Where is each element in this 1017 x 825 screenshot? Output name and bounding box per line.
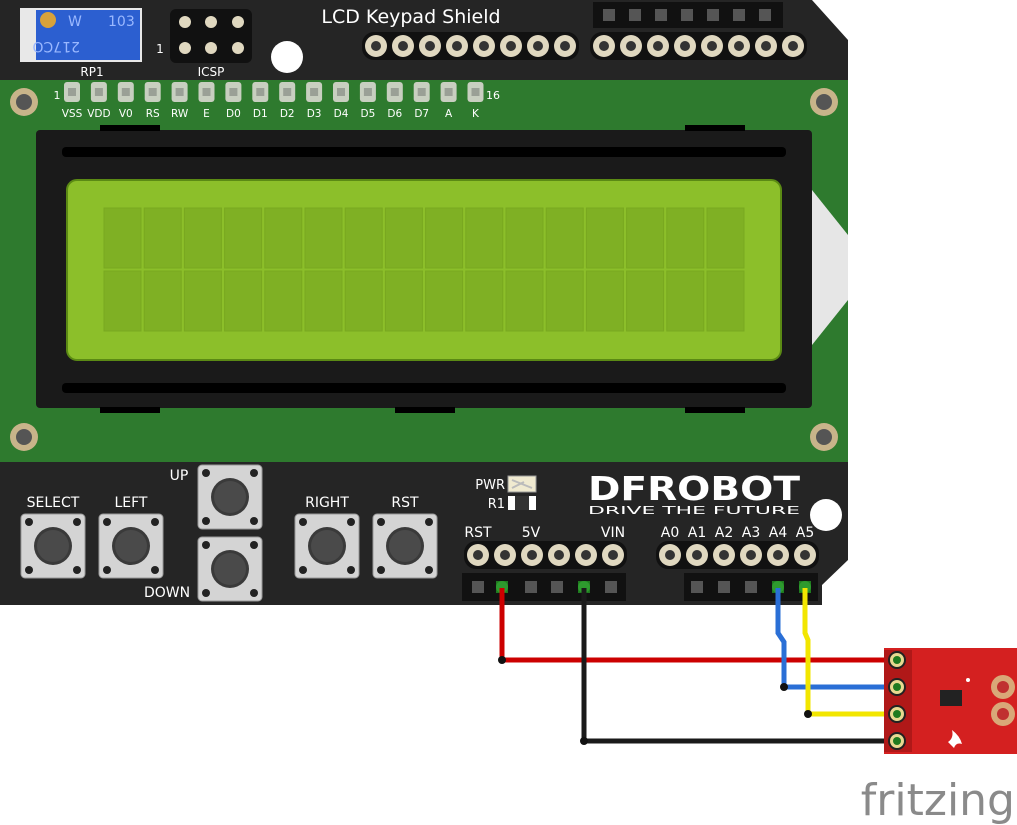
mounting-holes xyxy=(10,88,838,451)
lcd-screen xyxy=(66,179,782,361)
lcd-pin: VSS xyxy=(62,82,83,120)
lcd-pin: K xyxy=(467,82,484,120)
lcd-pin: E xyxy=(198,82,215,120)
rp1-code: 103 xyxy=(108,14,135,30)
analog-header[interactable] xyxy=(656,541,819,601)
up-button[interactable] xyxy=(197,464,263,530)
logo-text: DFROBOT xyxy=(588,469,801,508)
lcd-pin: A xyxy=(440,82,457,120)
select-button[interactable] xyxy=(20,513,86,579)
lcd-pin-label: D6 xyxy=(387,108,402,120)
rst-button[interactable] xyxy=(372,513,438,579)
analog-pin-label: A3 xyxy=(742,525,760,541)
lcd-pin-label: D7 xyxy=(414,108,429,120)
lcd-pin: D3 xyxy=(306,82,323,120)
lcd-pin: D0 xyxy=(225,82,242,120)
lcd-pin: D7 xyxy=(413,82,430,120)
wire-yellow-a5[interactable] xyxy=(802,588,895,717)
dfrobot-logo: DFROBOT DRIVE THE FUTURE xyxy=(588,469,801,517)
lcd-pin-header: VSS VDD V0 RS RW E D0 D1 D2 D3 D4 D5 D6 D7 A K xyxy=(62,82,484,120)
power-5v-label: 5V xyxy=(522,525,541,541)
keypad-buttons xyxy=(20,464,438,602)
pwr-label: PWR xyxy=(475,478,505,493)
analog-pin-label: A4 xyxy=(769,525,788,541)
icsp-label: ICSP xyxy=(198,65,225,79)
lcd-pin-label: E xyxy=(203,108,210,120)
rst-button-label: RST xyxy=(391,495,419,511)
power-vin-label: VIN xyxy=(601,525,625,541)
lcd-pin: D6 xyxy=(386,82,403,120)
wires xyxy=(498,588,895,745)
sensor-chip xyxy=(940,690,962,706)
down-button[interactable] xyxy=(197,536,263,602)
pwr-led xyxy=(507,475,537,493)
top-header-left[interactable] xyxy=(362,32,579,60)
r1-label: R1 xyxy=(488,497,505,512)
lcd-pin-last-label: 16 xyxy=(486,89,500,102)
select-button-label: SELECT xyxy=(27,495,80,511)
icsp-pin1-label: 1 xyxy=(156,42,164,56)
lcd-pin: D1 xyxy=(252,82,269,120)
lcd-pin-label: RS xyxy=(146,108,160,120)
rp1-label: RP1 xyxy=(80,65,103,79)
rp1-code2: 217CO xyxy=(32,38,80,54)
lcd-pin-label: VSS xyxy=(62,108,83,120)
board-hole xyxy=(271,41,303,73)
sensor-pins[interactable] xyxy=(884,650,912,752)
board-title: LCD Keypad Shield xyxy=(321,6,500,28)
rp1-potentiometer[interactable]: W 103 217CO xyxy=(20,8,142,62)
analog-pin-label: A2 xyxy=(715,525,733,541)
right-button-label: RIGHT xyxy=(305,495,349,511)
sensor-mounting-holes xyxy=(991,675,1015,726)
top-header-right[interactable] xyxy=(590,32,807,60)
power-rst-label: RST xyxy=(464,525,492,541)
lcd-pin-label: D2 xyxy=(280,108,295,120)
lcd-pin-label: A xyxy=(445,108,453,120)
lcd-pin-first-label: 1 xyxy=(54,89,61,102)
analog-pin-labels: A0 A1 A2 A3 A4 A5 xyxy=(661,525,814,541)
lcd-character-grid xyxy=(103,207,745,332)
power-header[interactable] xyxy=(462,541,627,601)
lcd-pin-label: D3 xyxy=(307,108,322,120)
analog-pin-label: A1 xyxy=(688,525,706,541)
up-button-label: UP xyxy=(170,468,189,484)
analog-pin-label: A5 xyxy=(796,525,814,541)
wire-blue-a4[interactable] xyxy=(775,588,895,690)
sparkfun-flame-icon xyxy=(948,730,962,748)
lcd-keypad-shield: W 103 217CO RP1 1 ICSP LCD Keypad Shield… xyxy=(0,0,848,605)
board-hole xyxy=(810,499,842,531)
wire-black-gnd[interactable] xyxy=(581,588,895,744)
top-header-female[interactable] xyxy=(593,2,783,28)
logo-tagline: DRIVE THE FUTURE xyxy=(588,504,800,517)
right-button[interactable] xyxy=(294,513,360,579)
lcd-pin: D4 xyxy=(333,82,349,120)
down-button-label: DOWN xyxy=(144,585,190,601)
lcd-pin-label: VDD xyxy=(87,108,110,120)
sensor-breakout xyxy=(884,648,1017,754)
lcd-module xyxy=(36,125,848,413)
lcd-pin: RW xyxy=(171,82,189,120)
lcd-pin: D2 xyxy=(279,82,296,120)
lcd-pin-label: V0 xyxy=(119,108,133,120)
lcd-pin: V0 xyxy=(117,82,134,120)
lcd-pin-label: D0 xyxy=(226,108,241,120)
r1-resistor xyxy=(508,496,536,510)
rp1-w: W xyxy=(68,14,82,30)
lcd-pin: D5 xyxy=(359,82,376,120)
left-button-label: LEFT xyxy=(114,495,147,511)
lcd-pin: RS xyxy=(144,82,161,120)
analog-pin-label: A0 xyxy=(661,525,679,541)
fritzing-watermark: fritzing xyxy=(861,775,1015,825)
icsp-header[interactable] xyxy=(170,9,252,63)
lcd-pin-label: D4 xyxy=(334,108,349,120)
lcd-pin-label: D1 xyxy=(253,108,268,120)
lcd-pin-label: K xyxy=(472,108,480,120)
left-button[interactable] xyxy=(98,513,164,579)
lcd-pin-label: RW xyxy=(171,108,189,120)
lcd-pin-label: D5 xyxy=(361,108,376,120)
lcd-pin: VDD xyxy=(87,82,111,120)
